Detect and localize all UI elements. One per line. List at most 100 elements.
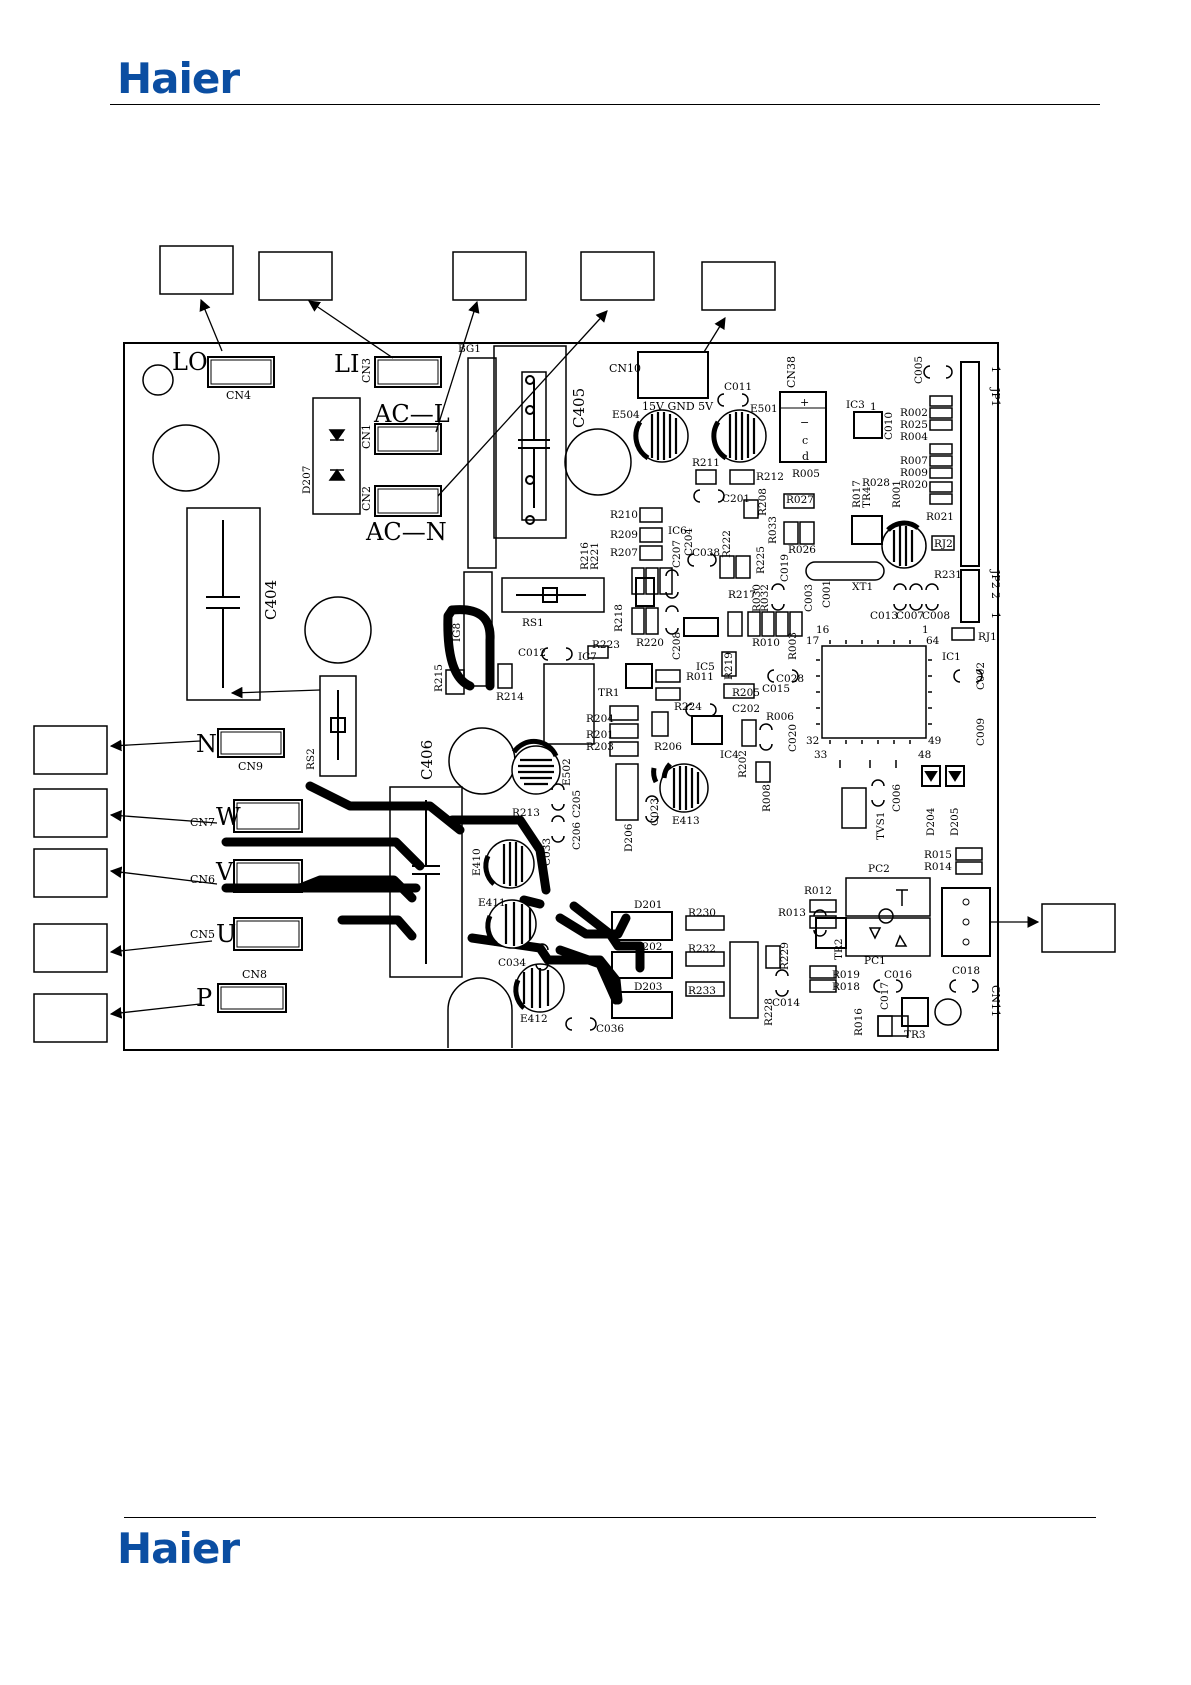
label-jp2-pin2: 2 xyxy=(989,592,1002,599)
label-tr4: TR4 xyxy=(861,486,873,508)
label-ic1: IC1 xyxy=(942,651,961,663)
connector-jp2 xyxy=(960,569,980,623)
label-pin-16: 16 xyxy=(816,624,830,636)
label-r017: R017 xyxy=(851,480,863,508)
terminal-lo: LO xyxy=(172,348,208,376)
label-r020: R020 xyxy=(900,479,928,491)
component-pc2 xyxy=(845,877,931,917)
label-c028: C028 xyxy=(776,673,804,685)
pcb-board-outline xyxy=(123,342,999,1051)
label-r009: R009 xyxy=(900,467,928,479)
terminal-n: N xyxy=(196,730,217,758)
label-r223: R223 xyxy=(592,639,620,651)
mounting-hole-c405 xyxy=(564,428,632,496)
label-cn38: CN38 xyxy=(785,356,798,388)
label-r027: R027 xyxy=(786,494,814,506)
label-r215: R215 xyxy=(433,664,445,692)
label-c010: C010 xyxy=(883,412,895,440)
callout-box-cn10 xyxy=(701,261,776,311)
arrow-c404 xyxy=(230,686,321,699)
label-c207: C207 xyxy=(671,540,683,568)
connector-cn10 xyxy=(637,351,709,399)
label-pin-1: 1 xyxy=(922,624,929,636)
label-c034: C034 xyxy=(498,957,526,969)
label-pin-17: 17 xyxy=(806,635,819,647)
label-c015: C015 xyxy=(762,683,790,695)
label-pc2: PC2 xyxy=(868,863,890,875)
label-r206: R206 xyxy=(654,741,682,753)
terminal-p: P xyxy=(196,984,212,1012)
label-c020: C020 xyxy=(787,724,799,752)
label-pc1: PC1 xyxy=(864,955,886,967)
label-r032: R032 xyxy=(759,584,771,612)
label-tvs1: TVS1 xyxy=(875,812,887,840)
label-r002: R002 xyxy=(900,407,928,419)
label-e413: E413 xyxy=(672,815,700,827)
cap-e413 xyxy=(659,763,709,813)
label-cn3: CN3 xyxy=(360,358,373,383)
label-r220: R220 xyxy=(636,637,664,649)
label-r004: R004 xyxy=(900,431,928,443)
label-jp1-pin1: 1 xyxy=(989,366,1002,373)
label-d201: D201 xyxy=(634,899,662,911)
arrow-cn10 xyxy=(703,317,726,353)
connector-cn38 xyxy=(779,391,827,463)
connector-cn2 xyxy=(374,485,442,517)
label-pin-48: 48 xyxy=(918,749,931,761)
label-rj1: RJ1 xyxy=(978,631,997,643)
board-notch xyxy=(447,977,513,1048)
arrow-acl xyxy=(435,300,480,433)
label-c036: C036 xyxy=(596,1023,624,1035)
terminal-acn: AC—N xyxy=(365,518,447,546)
callout-box-lo xyxy=(159,245,234,295)
label-c018: C018 xyxy=(952,965,980,977)
label-r210: R210 xyxy=(610,509,638,521)
component-ic7 xyxy=(543,663,595,745)
label-e502: E502 xyxy=(561,758,573,786)
label-ig8: IG8 xyxy=(451,623,463,642)
label-r013: R013 xyxy=(778,907,806,919)
label-r213: R213 xyxy=(512,807,540,819)
component-xt1 xyxy=(805,561,885,581)
label-ic3: IC3 xyxy=(846,399,865,411)
label-r204: R204 xyxy=(586,713,614,725)
label-jp2-pin1: 1 xyxy=(989,612,1002,619)
label-ic4: IC4 xyxy=(720,749,739,761)
label-c206: C206 xyxy=(571,822,583,850)
cn38-plus: + xyxy=(800,396,809,409)
callout-box-w xyxy=(33,788,108,838)
header-rule xyxy=(110,104,1100,105)
component-bg1 xyxy=(467,357,497,569)
label-r008: R008 xyxy=(761,784,773,812)
label-r231: R231 xyxy=(934,569,962,581)
component-r228 xyxy=(729,941,759,1019)
connector-cn11 xyxy=(941,887,991,957)
label-r025: R025 xyxy=(900,419,928,431)
mounting-hole-top-left xyxy=(142,364,174,396)
label-c016: C016 xyxy=(884,969,912,981)
label-r201: R201 xyxy=(586,729,614,741)
mounting-hole-e502 xyxy=(448,727,516,795)
cn38-minus: − xyxy=(800,416,809,429)
label-d203: D203 xyxy=(634,981,662,993)
label-r229: R229 xyxy=(779,942,791,970)
label-r212: R212 xyxy=(756,471,784,483)
callout-box-cn11 xyxy=(1041,903,1116,953)
label-r228: R228 xyxy=(763,998,775,1026)
label-c008: C008 xyxy=(922,610,950,622)
label-tr3: TR3 xyxy=(904,1029,926,1041)
label-c208: C208 xyxy=(671,632,683,660)
label-r211: R211 xyxy=(692,457,720,469)
label-r203: R203 xyxy=(586,741,614,753)
label-r232: R232 xyxy=(688,943,716,955)
label-c204: C204 xyxy=(683,528,695,556)
label-r202: R202 xyxy=(737,750,749,778)
callout-box-p xyxy=(33,993,108,1043)
label-r016: R016 xyxy=(853,1008,865,1036)
label-cn4: CN4 xyxy=(226,389,251,402)
terminal-u: U xyxy=(216,920,236,948)
label-cn6: CN6 xyxy=(190,873,215,886)
callout-box-n xyxy=(33,725,108,775)
label-c205: C205 xyxy=(571,790,583,818)
